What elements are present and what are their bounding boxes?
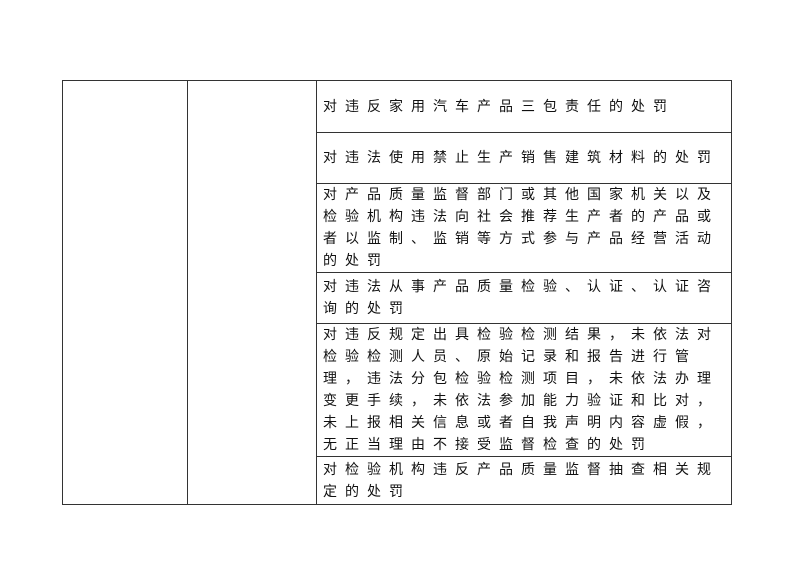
- penalty-item: 对产品质量监督部门或其他国家机关以及检验机构违法向社会推荐生产者的产品或者以监制…: [316, 183, 732, 273]
- merged-cell-col1: [62, 80, 188, 505]
- table-row: 对产品质量监督部门或其他国家机关以及检验机构违法向社会推荐生产者的产品或者以监制…: [63, 183, 732, 273]
- table-row: 对违法使用禁止生产销售建筑材料的处罚: [63, 132, 732, 184]
- table-row: 对违反规定出具检验检测结果，未依法对检验检测人员、原始记录和报告进行管理，违法分…: [63, 323, 732, 457]
- table-row: 对违法从事产品质量检验、认证、认证咨询的处罚: [63, 272, 732, 324]
- table-row: 对检验机构违反产品质量监督抽查相关规定的处罚: [63, 456, 732, 505]
- table-row: 对违反家用汽车产品三包责任的处罚: [62, 80, 732, 505]
- penalty-table: 对违反家用汽车产品三包责任的处罚 对违法使用禁止生产销售建筑材料的处罚 对产品质…: [62, 80, 732, 505]
- penalty-item: 对违反规定出具检验检测结果，未依法对检验检测人员、原始记录和报告进行管理，违法分…: [316, 323, 732, 457]
- penalty-item: 对违法使用禁止生产销售建筑材料的处罚: [316, 132, 732, 184]
- merged-cell-col2: [187, 80, 317, 505]
- penalty-item: 对检验机构违反产品质量监督抽查相关规定的处罚: [316, 456, 732, 505]
- penalty-item: 对违反家用汽车产品三包责任的处罚: [316, 80, 732, 133]
- penalty-item: 对违法从事产品质量检验、认证、认证咨询的处罚: [316, 272, 732, 324]
